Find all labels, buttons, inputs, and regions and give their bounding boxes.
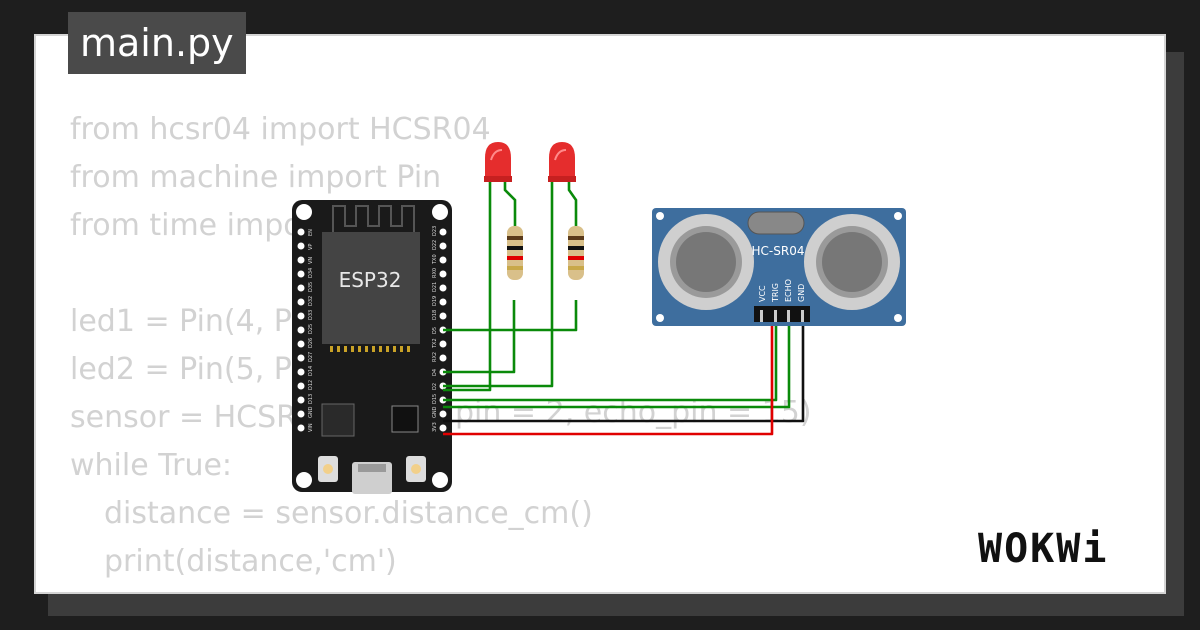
esp32-pin-label: VP xyxy=(308,244,314,250)
wokwi-logo: WOKWi xyxy=(978,526,1109,572)
sensor-pin-label: GND xyxy=(797,284,806,302)
esp32-board[interactable]: ESP32 EN VP VN D34 xyxy=(292,200,452,494)
code-line: while True: xyxy=(70,448,233,483)
esp32-pin-label: D13 xyxy=(308,394,314,404)
esp32-pin-label: D2 xyxy=(432,383,438,390)
esp32-pin-label: D21 xyxy=(432,282,438,292)
code-line: distance = sensor.distance_cm() xyxy=(104,496,593,531)
esp32-pin-label: D35 xyxy=(308,282,314,292)
wire-led2 xyxy=(443,300,516,374)
esp32-pin-label: D33 xyxy=(308,310,314,320)
esp32-pin-label: VIN xyxy=(308,423,314,432)
esp32-pin-label: RX0 xyxy=(432,268,438,278)
esp32-pin-label: D23 xyxy=(432,226,438,236)
code-line: from machine import Pin xyxy=(70,160,442,195)
resistor-2[interactable] xyxy=(568,226,584,280)
esp32-pin-label: VN xyxy=(308,257,314,264)
esp32-pin-label: D5 xyxy=(432,327,438,334)
esp32-pin-label: GND xyxy=(432,406,438,418)
esp32-pin-label: 3V3 xyxy=(432,422,438,432)
esp32-pin-label: EN xyxy=(308,229,314,236)
led-1[interactable] xyxy=(484,142,517,228)
esp32-pin-label: D4 xyxy=(432,369,438,376)
project-preview-card: from hcsr04 import HCSR04 from machine i… xyxy=(34,34,1166,594)
hc-sr04-sensor[interactable]: HC-SR04 VCC TRIG ECHO GND xyxy=(652,208,906,326)
esp32-pin-label: D22 xyxy=(432,240,438,250)
esp32-pin-label: RX2 xyxy=(432,352,438,362)
esp32-pin-label: TX0 xyxy=(432,254,438,265)
sensor-pin-label: TRIG xyxy=(771,283,780,303)
wire-trig xyxy=(443,322,778,402)
wire-led2-gnd xyxy=(443,182,492,392)
file-tab[interactable]: main.py xyxy=(68,12,246,74)
wire-led1 xyxy=(443,300,578,332)
code-listing: from hcsr04 import HCSR04 from machine i… xyxy=(70,106,593,592)
resistor-1[interactable] xyxy=(507,226,523,280)
esp32-pin-label: D18 xyxy=(432,310,438,320)
esp32-pin-label: D12 xyxy=(308,380,314,390)
wire-led1-gnd xyxy=(443,182,554,388)
wires xyxy=(443,182,805,436)
esp32-left-pin-holes xyxy=(297,228,305,432)
esp32-pin-label: D27 xyxy=(308,352,314,362)
esp32-pin-label: D26 xyxy=(308,338,314,348)
esp32-pin-label: D25 xyxy=(308,324,314,334)
code-line: from hcsr04 import HCSR04 xyxy=(70,112,491,147)
esp32-pin-label: D15 xyxy=(432,394,438,404)
led-2[interactable] xyxy=(548,142,578,228)
sensor-pin-label: VCC xyxy=(758,285,767,302)
sensor-pin-label: ECHO xyxy=(784,279,793,302)
sensor-label: HC-SR04 xyxy=(752,244,805,258)
esp32-pin-label: D14 xyxy=(308,366,314,376)
esp32-pin-label: TX2 xyxy=(432,338,438,349)
esp32-pin-label: D32 xyxy=(308,296,314,306)
code-line: print(distance,'cm') xyxy=(104,544,397,579)
wire-gnd xyxy=(443,322,805,423)
esp32-pin-label: GND xyxy=(308,406,314,418)
esp32-pin-label: D19 xyxy=(432,296,438,306)
wire-vcc xyxy=(443,322,774,436)
wire-echo xyxy=(443,322,791,409)
esp32-label: ESP32 xyxy=(339,268,402,292)
esp32-pin-label: D34 xyxy=(308,268,314,278)
